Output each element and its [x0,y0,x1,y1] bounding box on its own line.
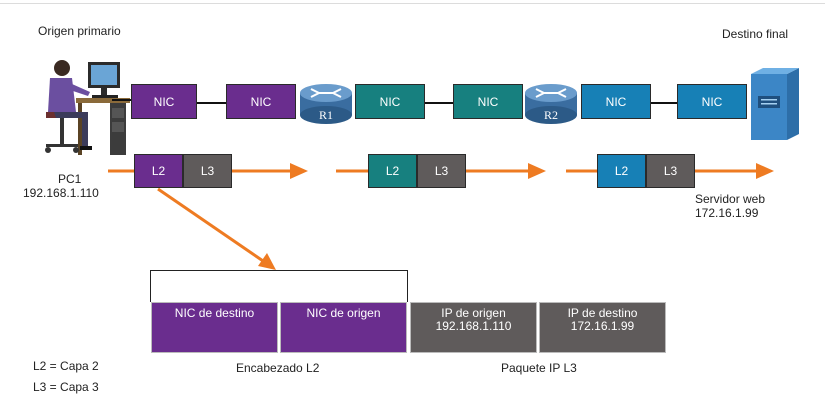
frame2-l3: L3 [417,154,466,188]
ip-origen-value: 192.168.1.110 [435,319,512,333]
legend-l3: L3 = Capa 3 [33,380,99,394]
destino-final-label: Destino final [722,27,789,41]
l2-bracket [150,270,408,302]
server-ip: 172.16.1.99 [695,206,759,220]
top-divider [0,3,825,4]
frame1-l3: L3 [183,154,232,188]
wire-nic5-nic6 [651,102,678,104]
frame3-l3: L3 [646,154,695,188]
wire-pc-nic1 [112,99,132,101]
frame2-l2: L2 [368,154,417,188]
pc-workstation-icon [45,60,130,155]
nic-origen-box: NIC de origen [280,302,407,353]
pc1-ip: 192.168.1.110 [23,186,99,200]
encabezado-l2-caption: Encabezado L2 [236,361,320,375]
ip-destino-value: 172.16.1.99 [570,319,635,333]
pc1-name: PC1 [58,172,82,186]
server-name: Servidor web [695,192,766,206]
wire-nic4-nic5 [424,102,454,104]
router-icon [300,84,352,124]
wire-nic1-nic2 [196,102,226,104]
frame1-l2: L2 [134,154,183,188]
nic-server: NIC [677,84,747,119]
nic-destino-text: NIC de destino [174,306,255,320]
nic-r1-right: NIC [355,84,425,119]
nic-r2-left: NIC [453,84,523,119]
paquete-ip-l3-caption: Paquete IP L3 [501,361,577,375]
origen-primario-label: Origen primario [38,24,121,38]
router-r1-label: R1 [318,108,333,122]
router-icon [525,84,577,124]
router-r2: R2 [522,81,580,127]
server-icon [751,68,799,140]
router-r2-label: R2 [543,108,558,122]
nic-destino-box: NIC de destino [151,302,278,353]
router-r1: R1 [297,81,355,127]
ip-destino-label: IP de destino [567,306,638,320]
ip-origen-label: IP de origen [441,306,506,320]
ip-origen-box: IP de origen 192.168.1.110 [410,302,537,353]
nic-pc1: NIC [131,84,197,119]
ip-destino-box: IP de destino 172.16.1.99 [539,302,666,353]
nic-origen-text: NIC de origen [306,306,381,320]
nic-r1-left: NIC [226,84,296,119]
legend-l2: L2 = Capa 2 [33,359,99,373]
frame3-l2: L2 [597,154,646,188]
nic-r2-right: NIC [581,84,651,119]
